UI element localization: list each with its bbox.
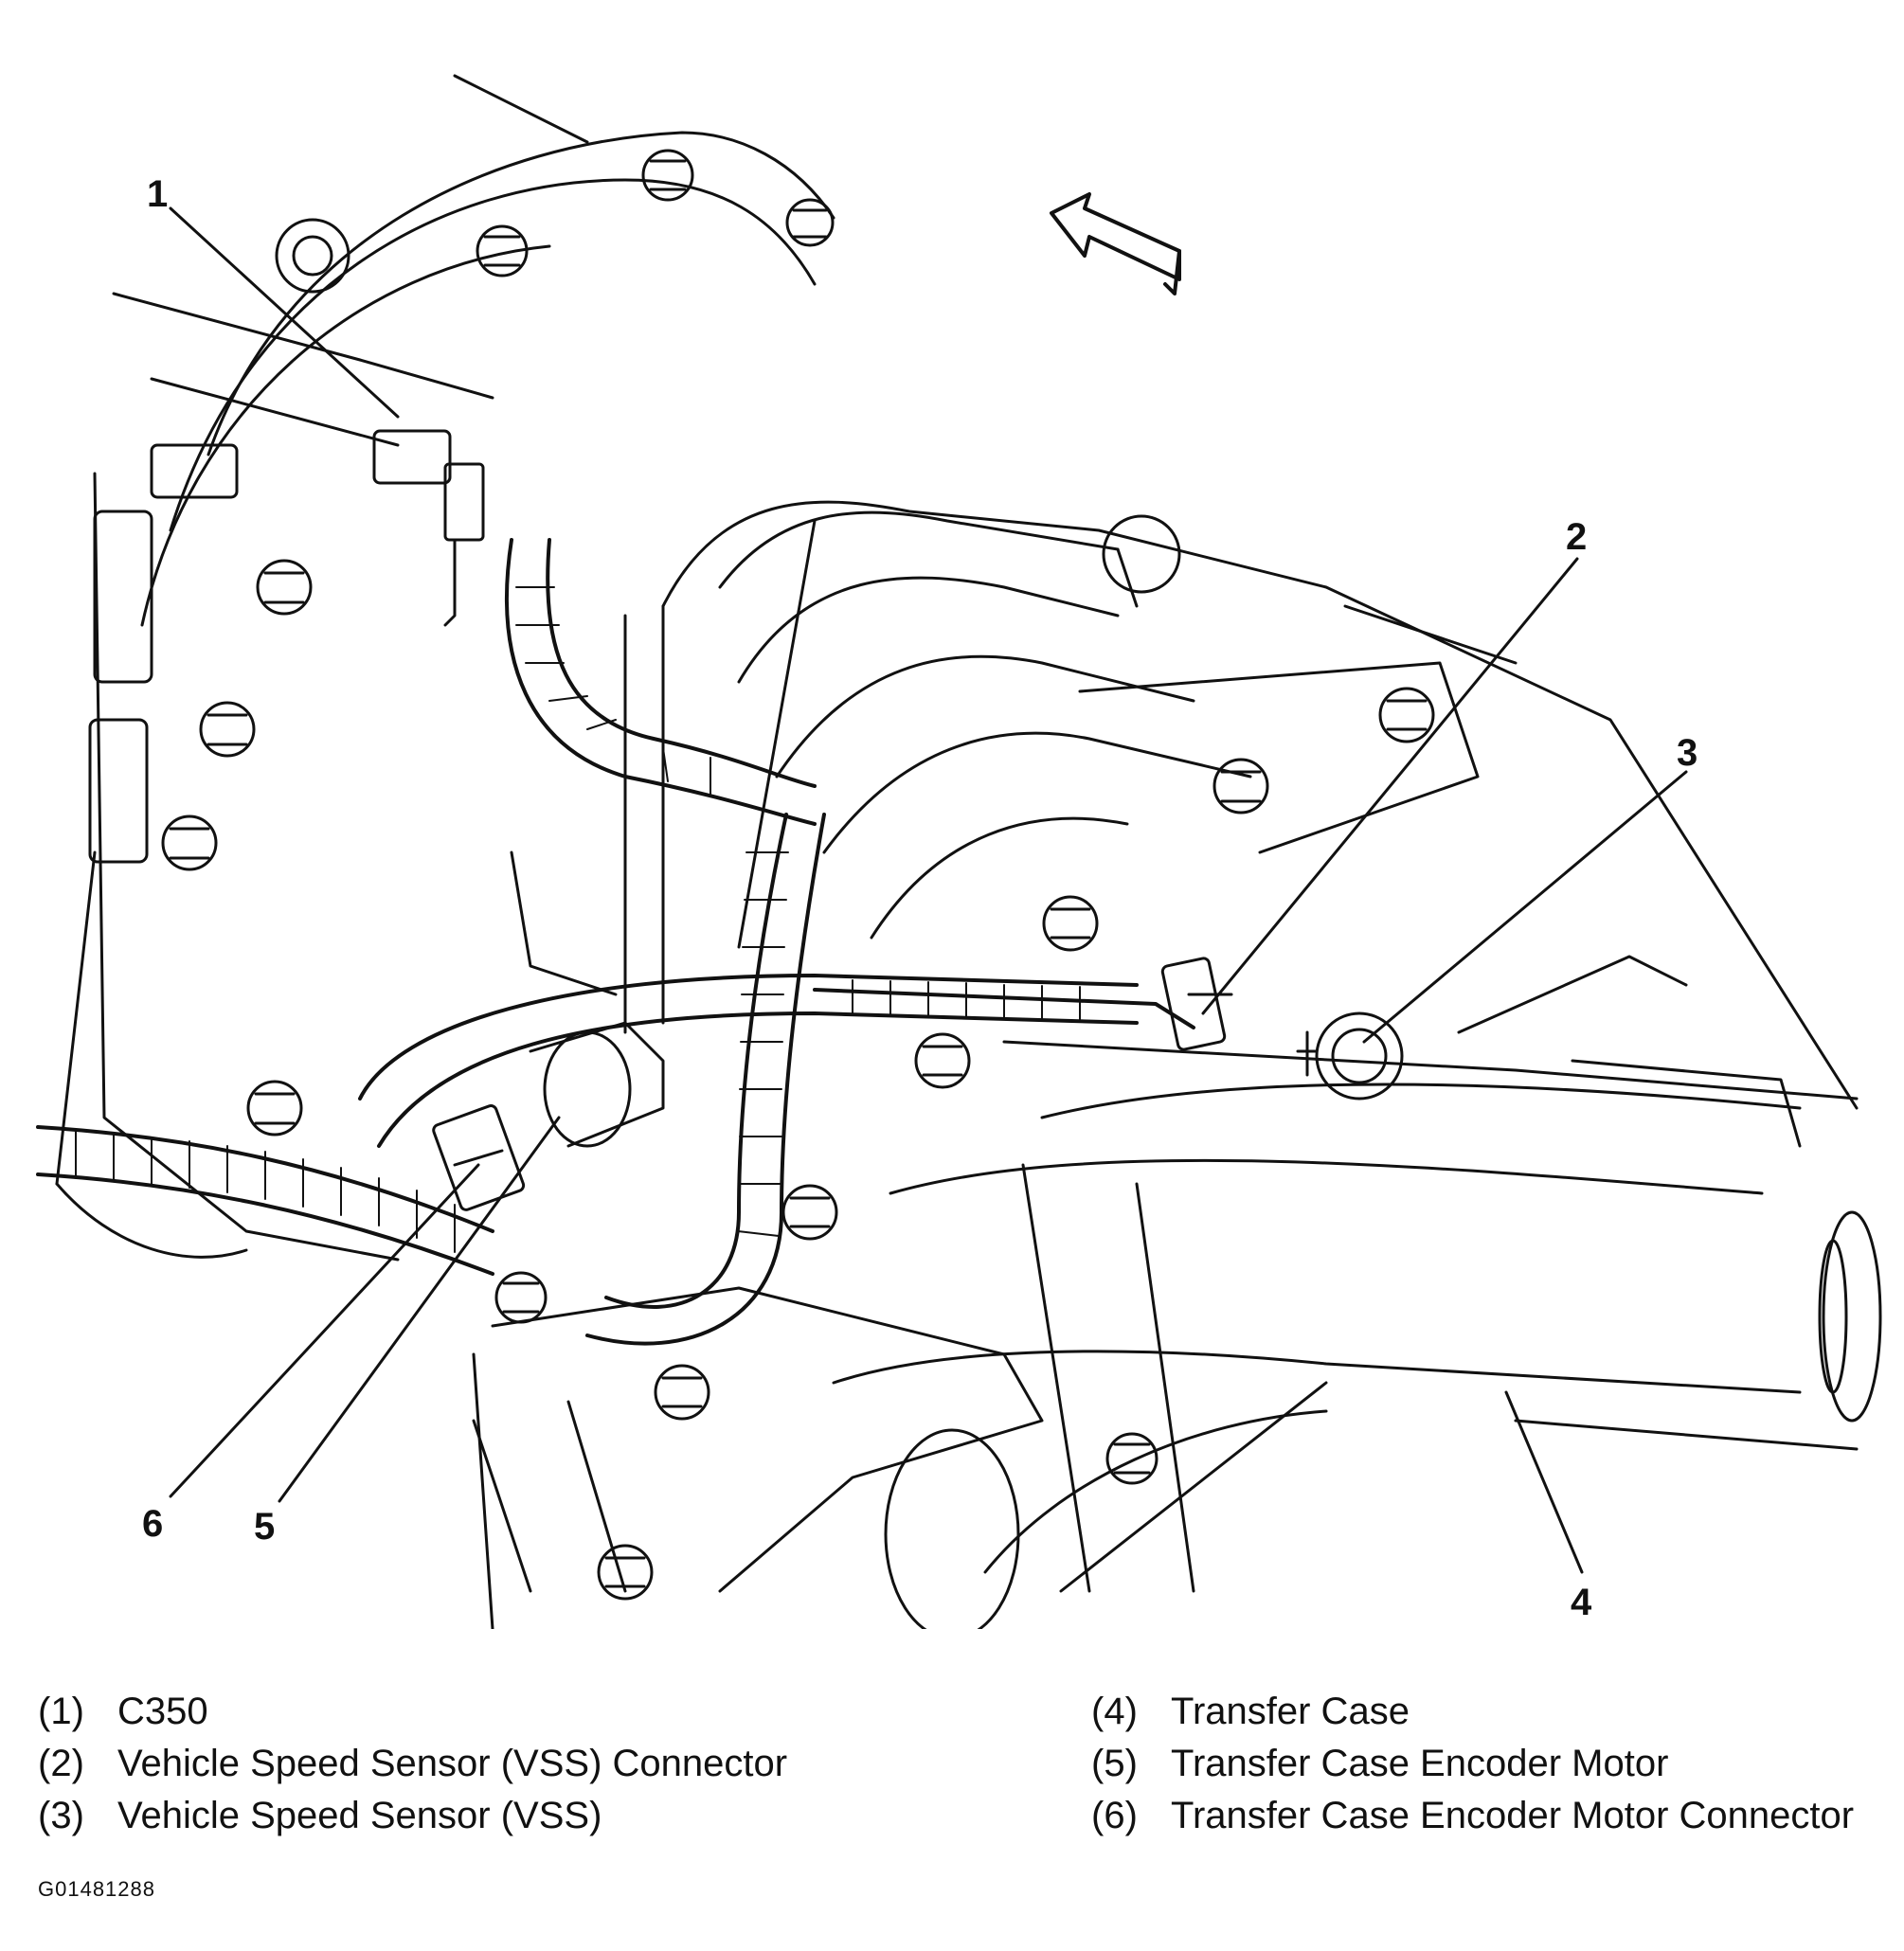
leader-line-6	[169, 1163, 480, 1498]
c350-connector	[372, 429, 485, 627]
legend-label: Transfer Case Encoder Motor Connector	[1171, 1795, 1855, 1836]
legend-label: Transfer Case Encoder Motor	[1171, 1743, 1669, 1784]
callout-1: 1	[147, 173, 168, 215]
vss-connector	[1160, 957, 1233, 1051]
leader-line-4	[1504, 1390, 1584, 1574]
mount-bracket	[472, 1286, 1044, 1629]
legend-number: (4)	[1091, 1691, 1138, 1732]
transmission-illustration: 1 2 3 4 5 6	[36, 74, 1882, 1629]
leader-line-2	[1201, 557, 1579, 1015]
callout-6: 6	[142, 1503, 163, 1545]
vss-sensor	[1296, 1011, 1404, 1101]
callout-4: 4	[1571, 1582, 1592, 1623]
legend-label: Vehicle Speed Sensor (VSS) Connector	[117, 1743, 788, 1784]
leader-line-3	[1362, 770, 1688, 1044]
legend-number: (3)	[38, 1795, 84, 1836]
transmission-case	[510, 500, 1859, 1110]
encoder-motor	[529, 1021, 665, 1148]
housing-bolts	[161, 149, 1435, 1601]
legend-label: C350	[117, 1691, 208, 1732]
leader-lines	[169, 206, 1688, 1574]
front-direction-arrow-icon	[1050, 192, 1181, 295]
legend-number: (6)	[1091, 1795, 1138, 1836]
transfer-case	[832, 955, 1882, 1629]
legend-label: Transfer Case	[1171, 1691, 1410, 1732]
wiring-harness	[36, 538, 1195, 1346]
legend-number: (1)	[38, 1691, 84, 1732]
leader-line-5	[278, 1116, 561, 1503]
callout-2: 2	[1566, 516, 1587, 558]
legend-label: Vehicle Speed Sensor (VSS)	[117, 1795, 602, 1836]
leader-line-1	[169, 206, 400, 419]
harness-ribs	[75, 586, 1081, 1253]
callout-3: 3	[1677, 732, 1697, 774]
figure-code: G01481288	[38, 1877, 155, 1901]
legend-number: (5)	[1091, 1743, 1138, 1784]
encoder-motor-connector	[432, 1104, 526, 1211]
legend-number: (2)	[38, 1743, 84, 1784]
callout-5: 5	[254, 1506, 275, 1548]
